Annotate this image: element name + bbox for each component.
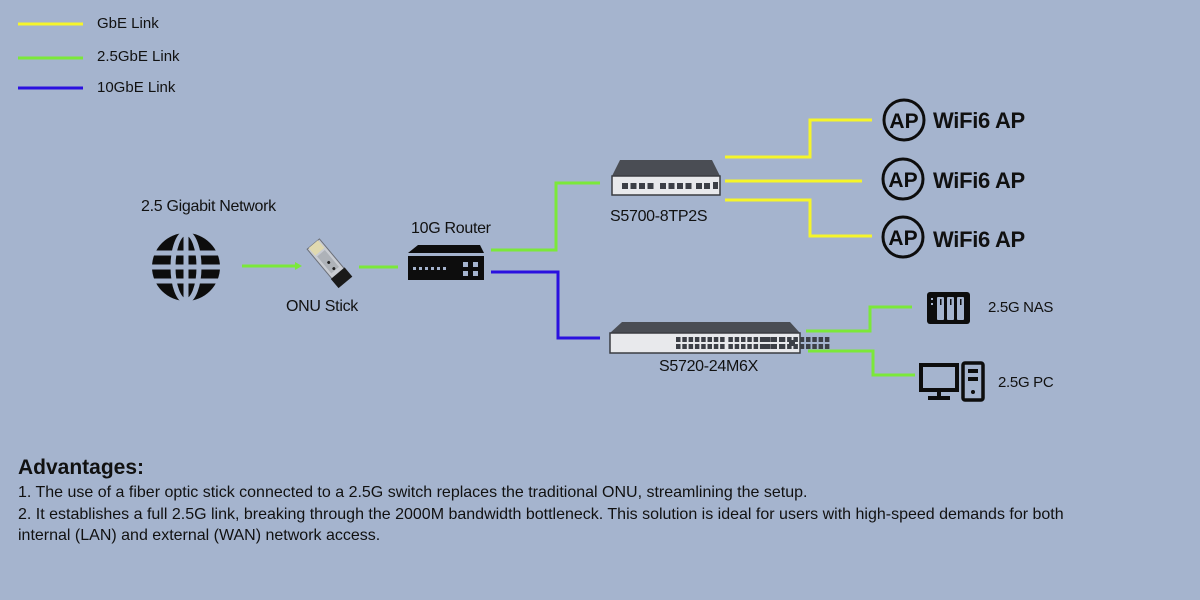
switch-icon: [611, 160, 721, 196]
switch-port: [779, 337, 785, 342]
arrowhead-icon: [295, 262, 302, 270]
switch-port: [688, 344, 694, 349]
switch-port: [818, 344, 824, 349]
switch-port: [763, 344, 769, 349]
switch-port: [753, 337, 759, 342]
legend-label-gbe: GbE Link: [97, 15, 159, 32]
switch-port: [685, 183, 692, 189]
switch-port: [728, 344, 733, 349]
ap-badge: AP: [888, 227, 917, 250]
switch-port: [694, 344, 700, 349]
internet-label: 2.5 Gigabit Network: [141, 198, 276, 215]
switch-port: [682, 337, 687, 342]
access-point-icon: AP: [881, 157, 925, 201]
switch-top-label: S5700-8TP2S: [610, 208, 708, 225]
switch-port: [688, 337, 694, 342]
switch-port: [763, 337, 769, 342]
switch-icon: [609, 322, 830, 354]
switch-port: [704, 183, 710, 189]
switch-port: [747, 337, 752, 342]
switch-port: [701, 344, 706, 349]
link-switch-bottom-pc: [808, 349, 915, 377]
advantage-item: 2. It establishes a full 2.5G link, brea…: [18, 506, 1064, 523]
link-switch-top-ap3: [725, 198, 872, 238]
ap3-label: WiFi6 AP: [933, 227, 1025, 252]
switch-port: [622, 183, 628, 189]
switch-port: [707, 337, 712, 342]
switch-bottom-label: S5720-24M6X: [659, 358, 758, 375]
access-point-icon: AP: [882, 98, 926, 142]
link-switch-top-ap1: [725, 118, 872, 159]
switch-port: [668, 183, 675, 189]
switch-port: [696, 183, 702, 189]
switch-port: [812, 344, 817, 349]
advantages-title: Advantages:: [18, 456, 145, 479]
globe-icon: [150, 230, 222, 304]
switch-port: [713, 182, 718, 189]
switch-port: [741, 337, 746, 342]
switch-port: [647, 183, 654, 189]
desktop-pc-icon: [919, 361, 985, 402]
switch-port: [720, 337, 725, 342]
switch-port: [728, 337, 733, 342]
switch-port: [639, 183, 645, 189]
switch-port: [793, 344, 798, 349]
switch-port: [789, 340, 795, 346]
switch-port: [759, 344, 765, 349]
switch-port: [701, 337, 706, 342]
legend-label-10gbe: 10GbE Link: [97, 79, 176, 96]
switch-port: [799, 337, 805, 342]
switch-port: [787, 337, 792, 342]
pc-label: 2.5G PC: [998, 374, 1054, 391]
switch-port: [741, 344, 746, 349]
sfp-module-icon: [306, 238, 353, 289]
ap-badge: AP: [888, 169, 917, 192]
switch-port: [713, 337, 719, 342]
switch-port: [630, 183, 637, 189]
switch-port: [812, 337, 817, 342]
ap2-label: WiFi6 AP: [933, 168, 1025, 193]
switch-port: [676, 344, 681, 349]
switch-port: [818, 337, 824, 342]
switch-port: [694, 337, 700, 342]
switch-port: [771, 344, 777, 349]
switch-port: [677, 183, 683, 189]
switch-port: [753, 344, 759, 349]
switch-port: [707, 344, 712, 349]
switch-port: [787, 344, 792, 349]
advantage-item: internal (LAN) and external (WAN) networ…: [18, 527, 381, 544]
switch-port: [793, 337, 798, 342]
nas-label: 2.5G NAS: [988, 299, 1054, 316]
switch-port: [682, 344, 687, 349]
router-label: 10G Router: [411, 220, 491, 237]
legend-label-2-5gbe: 2.5GbE Link: [97, 48, 180, 65]
switch-port: [806, 344, 811, 349]
access-point-icon: AP: [881, 215, 925, 259]
onu-stick-label: ONU Stick: [286, 298, 358, 315]
switch-port: [771, 337, 777, 342]
switch-port: [799, 344, 805, 349]
advantage-item: 1. The use of a fiber optic stick connec…: [18, 484, 808, 501]
switch-port: [734, 344, 740, 349]
switch-port: [720, 344, 725, 349]
ap1-label: WiFi6 AP: [933, 108, 1025, 133]
ap-badge: AP: [889, 110, 918, 133]
link-router-switch-bottom: [491, 270, 600, 340]
switch-port: [676, 337, 681, 342]
switch-port: [759, 337, 765, 342]
switch-port: [824, 344, 830, 349]
router-icon: [408, 245, 484, 280]
switch-port: [747, 344, 752, 349]
link-router-switch-top: [491, 181, 600, 252]
switch-port: [824, 337, 830, 342]
switch-port: [806, 337, 811, 342]
switch-port: [779, 344, 785, 349]
switch-port: [734, 337, 740, 342]
switch-port: [660, 183, 666, 189]
switch-port: [713, 344, 719, 349]
nas-icon: [927, 292, 970, 324]
link-switch-bottom-nas: [806, 305, 912, 333]
